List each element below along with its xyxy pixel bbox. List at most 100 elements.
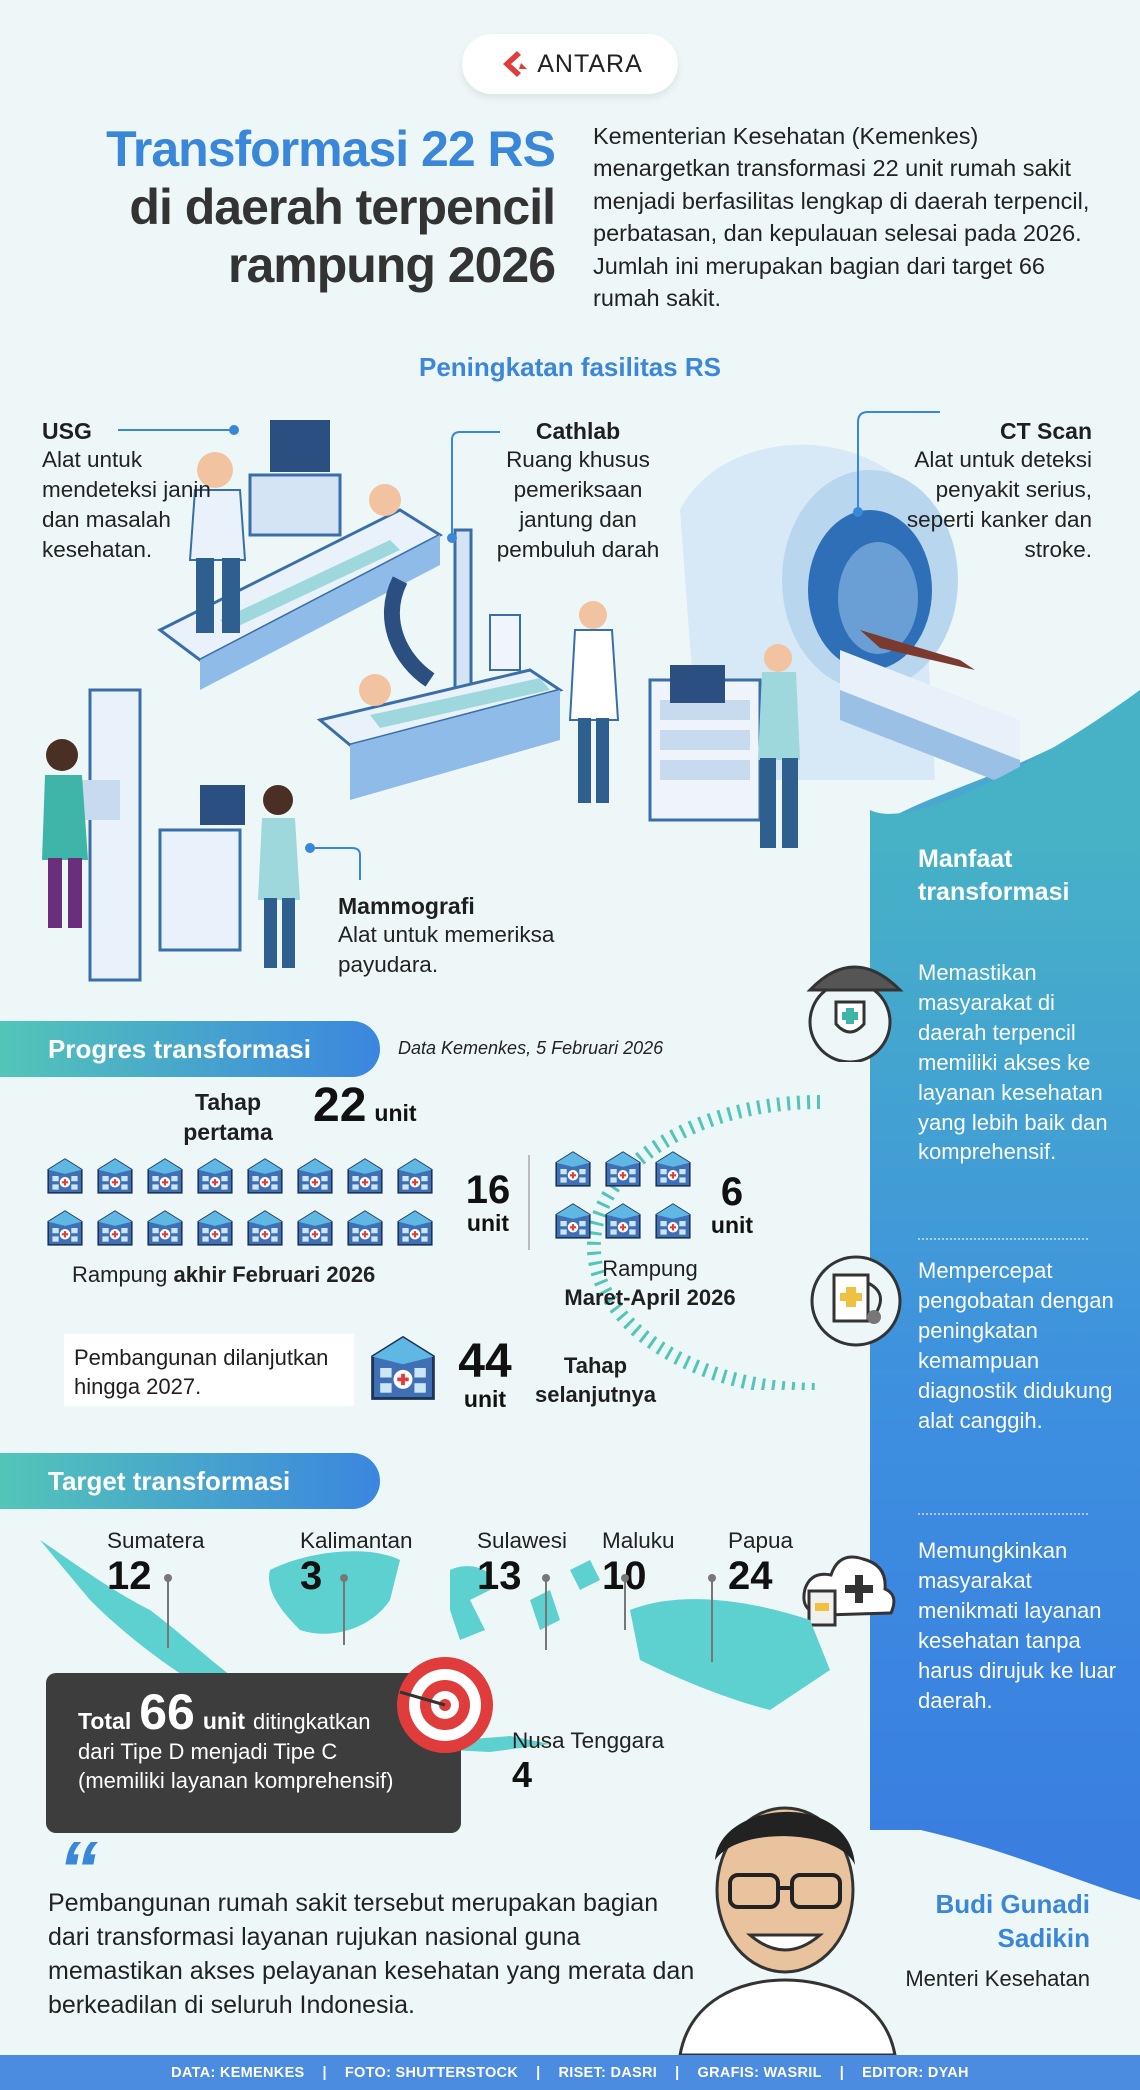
indonesia-map	[40, 1540, 830, 1752]
total-line-2: dari Tipe D menjadi Tipe C	[78, 1739, 338, 1764]
benefit-divider-2	[918, 1513, 1088, 1515]
group-b-label-2: Maret-April 2026	[564, 1284, 736, 1310]
mammografi-text: Alat untuk memeriksa payudara.	[338, 922, 555, 977]
group-a-value: 16	[465, 1168, 511, 1212]
mammografi-callout: Mammografi Alat untuk memeriksa payudara…	[338, 893, 618, 980]
credit-item: FOTO: SHUTTERSTOCK	[344, 2064, 519, 2081]
usg-callout: USG Alat untuk mendeteksi janin dan masa…	[42, 418, 222, 565]
antara-logo-mark-icon	[503, 51, 528, 77]
credit-separator: |	[839, 2064, 845, 2081]
target-bullseye-icon	[390, 1650, 500, 1760]
technician-figure-icon	[758, 644, 800, 848]
credit-item: GRAFIS: WASRIL	[697, 2064, 822, 2081]
hospital-building-icon	[247, 1158, 283, 1194]
hospital-building-icon	[47, 1210, 83, 1246]
hospital-building-icon	[147, 1210, 183, 1246]
hospital-building-icon	[605, 1203, 641, 1239]
region-sulawesi-value: 13	[477, 1554, 522, 1598]
mammography-machine-icon	[42, 688, 300, 982]
total-value: 66	[139, 1684, 195, 1740]
group-divider	[528, 1155, 530, 1250]
credit-item: EDITOR: DYAH	[862, 2064, 969, 2081]
benefits-heading: Manfaat transformasi	[918, 845, 1070, 906]
hospital-building-icon	[247, 1210, 283, 1246]
antara-logo: ANTARA	[462, 34, 678, 94]
hospital-building-icon	[97, 1210, 133, 1246]
total-prefix: Total	[78, 1708, 132, 1734]
hospital-building-large-icon	[365, 1330, 441, 1406]
region-pointer-lines	[164, 1574, 716, 1662]
group-b-label: Rampung Maret-April 2026	[540, 1255, 760, 1312]
region-sumatera-value: 12	[107, 1554, 152, 1598]
hospital-building-icon	[147, 1158, 183, 1194]
stage1-unit: unit	[374, 1100, 417, 1126]
group-a-unit: unit	[466, 1210, 510, 1236]
group-a-count: 16 unit	[458, 1170, 518, 1237]
stage1-label: Tahap pertama	[183, 1089, 273, 1145]
quote-text: Pembangunan rumah sakit tersebut merupak…	[48, 1889, 695, 2019]
usg-title: USG	[42, 418, 92, 444]
group-a-label-prefix: Rampung	[72, 1262, 174, 1287]
benefit-item-1: Memastikan masyarakat di daerah terpenci…	[918, 960, 1108, 1165]
completed-mar-apr-buildings	[552, 1148, 712, 1242]
hospital-building-icon	[97, 1158, 133, 1194]
group-b-value: 6	[720, 1170, 744, 1214]
stage1-count: 22 unit	[313, 1078, 417, 1133]
speaker-role: Menteri Kesehatan	[905, 1965, 1090, 1991]
progress-heading: Progres transformasi	[0, 1021, 380, 1077]
group-a-label-bold: akhir Februari 2026	[173, 1262, 376, 1287]
group-a-label: Rampung akhir Februari 2026	[72, 1262, 375, 1288]
stage2-unit: unit	[463, 1386, 507, 1412]
progress-arc	[586, 1095, 820, 1390]
group-b-label-1: Rampung	[602, 1256, 698, 1281]
total-box: Total 66 unit ditingkatkan dari Tipe D m…	[46, 1673, 461, 1833]
benefit-item-3: Memungkinkan masyarakat menikmati layana…	[918, 1538, 1117, 1713]
facilities-heading: Peningkatan fasilitas RS	[419, 352, 721, 382]
usg-text: Alat untuk mendeteksi janin dan masalah …	[42, 447, 211, 562]
hospital-equipment-illustration	[42, 411, 1140, 990]
computer-console-icon	[648, 665, 762, 822]
medicine-cloud-icon	[795, 1535, 903, 1635]
region-nusa-tenggara-value: 4	[512, 1754, 533, 1795]
stage1-value: 22	[313, 1079, 367, 1132]
region-sulawesi-name: Sulawesi	[477, 1528, 568, 1553]
panel-bottom-curve	[870, 1820, 1140, 1900]
total-unit: unit	[202, 1708, 246, 1734]
progress-source: Data Kemenkes, 5 Februari 2026	[398, 1038, 664, 1058]
minister-portrait	[678, 1806, 897, 2055]
usg-bed-icon	[157, 420, 444, 690]
group-b-unit: unit	[710, 1212, 754, 1238]
region-kalimantan-name: Kalimantan	[300, 1528, 413, 1553]
hospital-building-icon	[347, 1210, 383, 1246]
intro-paragraph: Kementerian Kesehatan (Kemenkes) menarge…	[593, 123, 1090, 312]
logo-text: ANTARA	[537, 49, 643, 78]
hospital-building-icon	[197, 1158, 233, 1194]
speaker: Budi Gunadi Sadikin Menteri Kesehatan	[890, 1888, 1090, 1993]
doctor-figure-icon	[568, 601, 620, 803]
region-kalimantan-value: 3	[300, 1554, 323, 1598]
hospital-building-icon	[555, 1203, 591, 1239]
region-papua-value: 24	[728, 1554, 773, 1598]
page-title: Transformasi 22 RS di daerah terpencil r…	[20, 120, 556, 294]
cathlab-text: Ruang khusus pemeriksaan jantung dan pem…	[496, 447, 660, 562]
region-kalimantan: Kalimantan 3	[300, 1528, 413, 1599]
cathlab-title: Cathlab	[535, 418, 621, 444]
credit-item: RISET: DASRI	[558, 2064, 658, 2081]
hospital-building-icon	[605, 1151, 641, 1187]
stage2-label: Tahap selanjutnya	[534, 1353, 657, 1407]
region-sulawesi: Sulawesi 13	[477, 1528, 567, 1599]
hospital-building-icon	[347, 1158, 383, 1194]
benefit-item-2: Mempercepat pengobatan dengan peningkata…	[918, 1258, 1114, 1433]
hospital-building-icon	[197, 1210, 233, 1246]
cathlab-icon	[316, 528, 564, 800]
hospital-building-icon	[397, 1158, 433, 1194]
credit-separator: |	[322, 2064, 327, 2081]
region-maluku-name: Maluku	[602, 1528, 675, 1553]
title-line-2: di daerah terpencil	[129, 179, 556, 235]
ctscan-callout: CT Scan Alat untuk deteksi penyakit seri…	[880, 418, 1092, 565]
hospital-building-icon	[655, 1151, 691, 1187]
title-line-3: rampung 2026	[227, 237, 556, 293]
region-papua-name: Papua	[728, 1528, 794, 1553]
stage2-count: 44 unit	[450, 1338, 520, 1413]
region-nusa-tenggara: Nusa Tenggara 4	[512, 1728, 664, 1796]
